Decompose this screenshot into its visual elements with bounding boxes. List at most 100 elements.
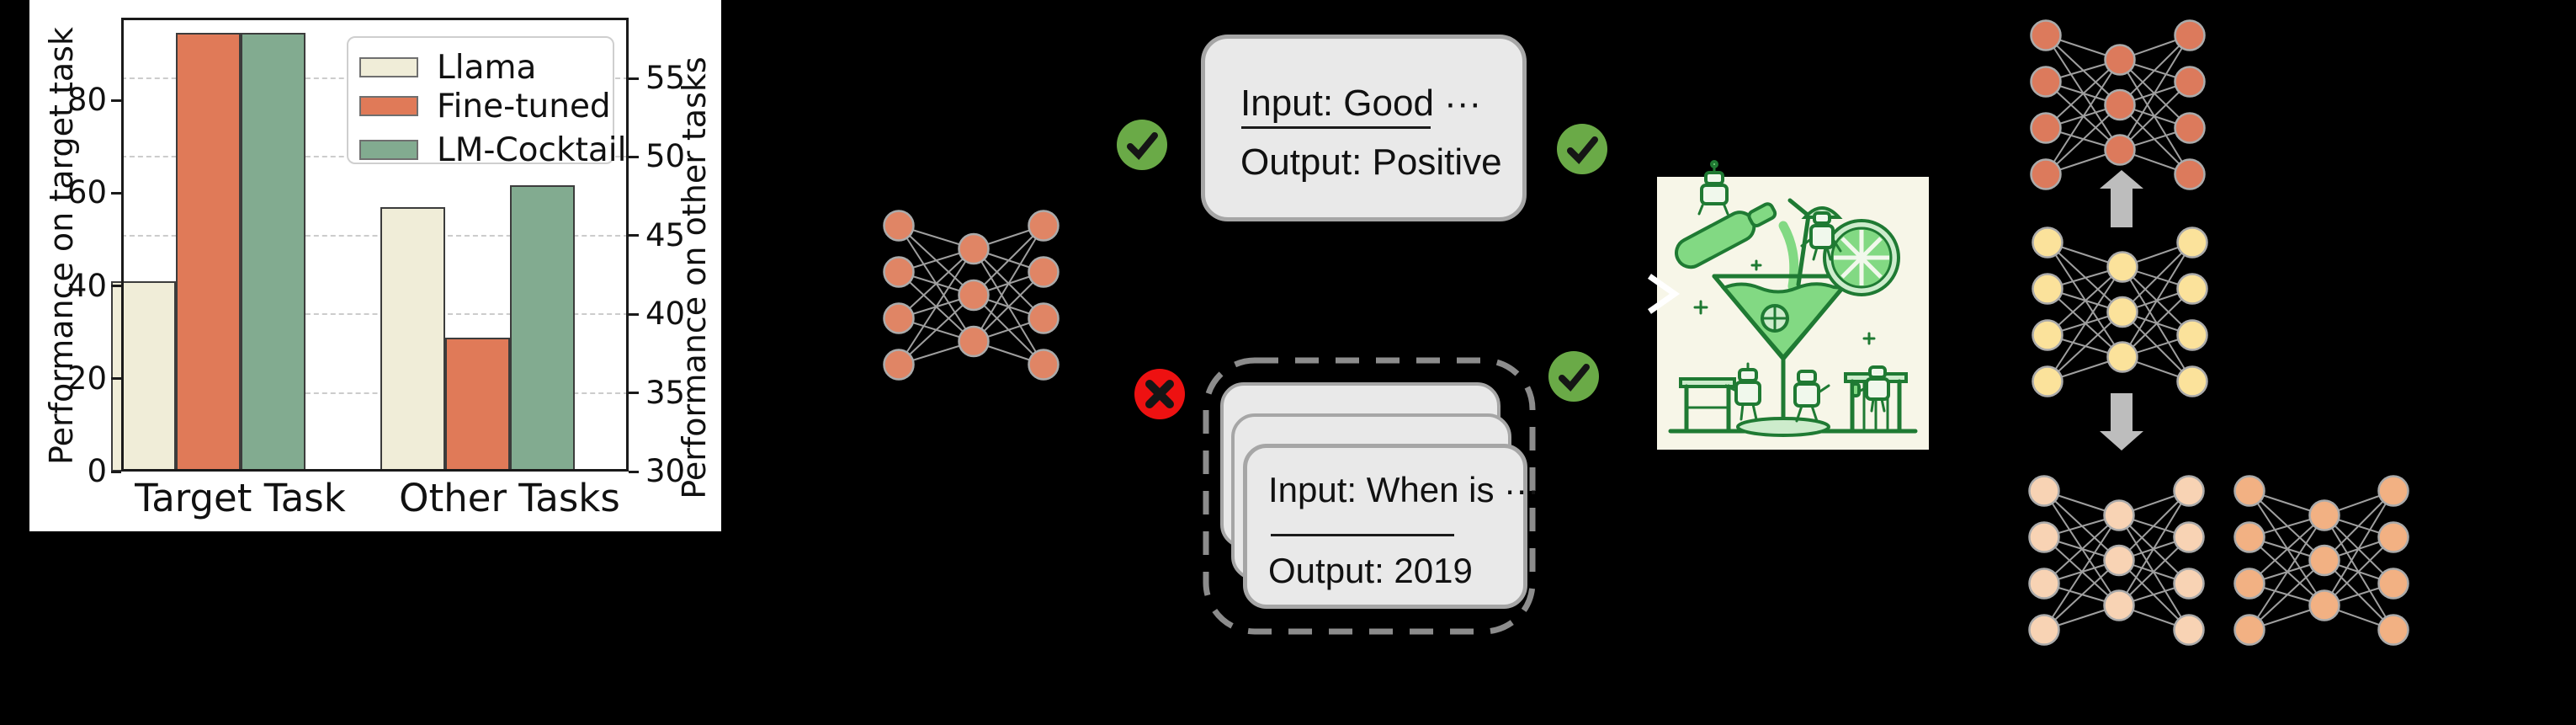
- gridline: [121, 313, 629, 316]
- left-tick: [111, 470, 121, 473]
- network-fine-tuned: [2030, 19, 2206, 190]
- network-node: [2174, 112, 2206, 144]
- network-node: [2106, 251, 2138, 283]
- network-base-model: [883, 210, 1060, 381]
- legend-swatch-llama: [359, 57, 418, 77]
- network-node: [2377, 568, 2409, 600]
- left-tick-label: 0: [87, 453, 107, 489]
- card-output-text: Output: Positive: [1240, 141, 1502, 183]
- card-divider: [1271, 534, 1454, 536]
- network-node: [2030, 112, 2062, 144]
- right-tick-label: 45: [645, 216, 686, 253]
- check-circle-icon: [1548, 351, 1599, 402]
- left-tick-label: 60: [66, 174, 107, 211]
- check-circle-icon: [1117, 120, 1167, 170]
- legend-swatch-lm-cocktail: [359, 140, 418, 160]
- right-tick: [629, 312, 639, 316]
- network-node: [958, 325, 990, 358]
- left-tick-label: 80: [66, 82, 107, 118]
- right-tick: [629, 234, 639, 237]
- network-node: [2028, 475, 2060, 507]
- network-node: [2103, 499, 2135, 531]
- network-node: [2377, 475, 2409, 507]
- network-node: [2030, 158, 2062, 190]
- network-node: [2308, 499, 2340, 531]
- legend-label-lm-cocktail: LM-Cocktail: [437, 131, 627, 169]
- left-tick: [111, 377, 121, 381]
- network-node: [1028, 256, 1060, 288]
- network-node: [1028, 349, 1060, 381]
- network-node: [2377, 614, 2409, 646]
- left-tick: [111, 285, 121, 287]
- network-node: [2173, 475, 2205, 507]
- network-node: [2308, 589, 2340, 621]
- right-tick: [629, 470, 639, 473]
- network-node: [2233, 614, 2265, 646]
- example-card-qa: Input: When is ··· Output: 2019: [1243, 444, 1539, 609]
- gridline: [121, 392, 629, 394]
- network-other-right: [2233, 475, 2409, 646]
- network-node: [2377, 521, 2409, 553]
- right-tick-label: 40: [645, 296, 686, 333]
- card-divider: [1241, 126, 1431, 129]
- right-tick-label: 35: [645, 374, 686, 411]
- bar-fine-tuned-target-task: [175, 33, 241, 472]
- network-node: [2104, 88, 2136, 121]
- network-merge-middle: [2032, 227, 2208, 397]
- card-input-text: Input: When is ···: [1268, 470, 1540, 509]
- network-node: [2030, 19, 2062, 51]
- network-node: [2173, 614, 2205, 646]
- legend-swatch-fine-tuned: [359, 96, 418, 116]
- right-tick-label: 30: [645, 453, 686, 489]
- network-node: [2176, 227, 2208, 259]
- network-node: [2028, 521, 2060, 553]
- right-tick: [629, 155, 639, 158]
- network-node: [958, 232, 990, 265]
- chevron-right-icon: [1647, 274, 1681, 314]
- network-node: [2176, 319, 2208, 351]
- network-node: [2174, 19, 2206, 51]
- network-node: [2176, 273, 2208, 305]
- plot-area: [121, 18, 629, 472]
- network-node: [2028, 614, 2060, 646]
- check-circle-icon: [1557, 124, 1607, 174]
- x-tick-label-target-task: Target Task: [135, 476, 346, 520]
- right-tick-label: 50: [645, 138, 686, 175]
- network-node: [2233, 521, 2265, 553]
- arrow-down-icon: [2100, 393, 2143, 450]
- network-node: [2032, 227, 2063, 259]
- card-output-text: Output: 2019: [1268, 551, 1473, 590]
- network-node: [883, 302, 915, 334]
- network-other-left: [2028, 475, 2205, 646]
- network-node: [2103, 589, 2135, 621]
- network-node: [2030, 66, 2062, 98]
- network-node: [2174, 66, 2206, 98]
- robot-cocktail-illustration: [1657, 160, 1929, 450]
- network-node: [2233, 568, 2265, 600]
- legend-label-llama: Llama: [437, 49, 537, 87]
- bar-lm-cocktail-other-tasks: [509, 185, 575, 472]
- left-tick: [111, 99, 121, 102]
- arrow-up-icon: [2100, 170, 2143, 227]
- dashed-group-box: [1203, 357, 1536, 635]
- network-node: [2032, 319, 2063, 351]
- right-axis-title: Performance on other tasks: [676, 56, 713, 499]
- network-node: [1028, 302, 1060, 334]
- card-input-text: Input: Good ···: [1240, 83, 1482, 124]
- network-node: [2174, 158, 2206, 190]
- network-node: [2176, 365, 2208, 397]
- network-node: [2308, 544, 2340, 577]
- network-node: [883, 210, 915, 242]
- network-node: [2032, 273, 2063, 305]
- left-tick: [111, 191, 121, 195]
- network-node: [883, 349, 915, 381]
- x-tick-label-other-tasks: Other Tasks: [399, 476, 620, 520]
- network-node: [2104, 44, 2136, 76]
- network-node: [2106, 296, 2138, 328]
- network-node: [958, 279, 990, 312]
- bar-lm-cocktail-target-task: [240, 33, 305, 472]
- gridline: [121, 234, 629, 237]
